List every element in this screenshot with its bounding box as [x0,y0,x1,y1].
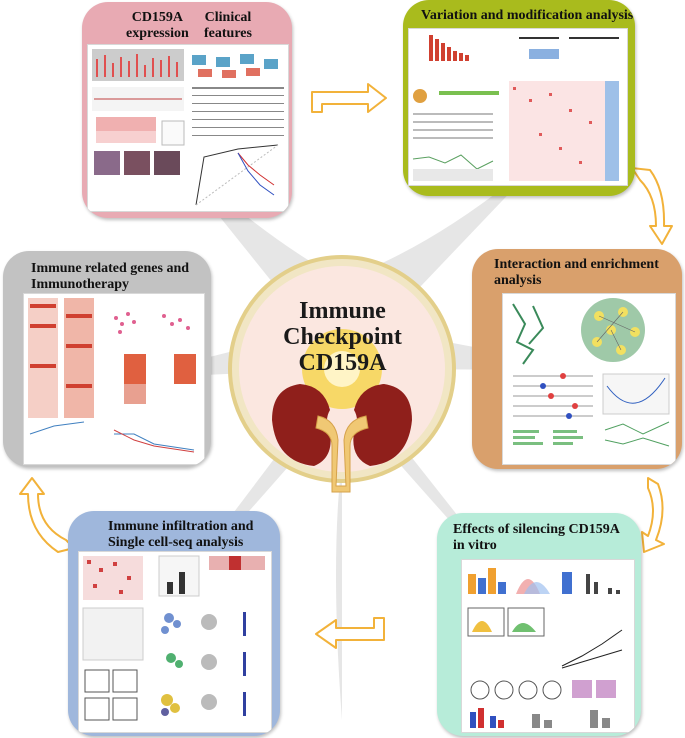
panel-infiltration: Immune infiltration and Single cell-seq … [68,511,280,736]
title-expression: CD159A expression [126,10,189,41]
title-immunotherapy: Immune related genes and Immunotherapy [31,261,190,292]
arrow-left-lower [19,477,75,553]
center-title-line1: Immune [299,298,386,324]
arrow-right-upper [631,167,673,245]
kidney-right-icon [353,384,412,466]
expression-figure [87,44,289,212]
title-variation: Variation and modification analysis [421,8,634,23]
title-interaction: Interaction and enrichment analysis [494,257,659,288]
title-infiltration: Immune infiltration and Single cell-seq … [108,519,254,550]
immunotherapy-figure [23,293,205,465]
center-title-line3: CD159A [298,350,387,376]
arrow-top [311,83,387,113]
title-clinical: Clinical features [204,10,252,41]
silencing-figure [461,559,635,733]
arrow-bottom [315,617,385,649]
center-title-line2: Checkpoint [283,324,402,350]
variation-figure [408,28,628,186]
panel-immunotherapy: Immune related genes and Immunotherapy [3,251,211,467]
panel-expression: CD159A expression Clinical features [82,2,292,218]
title-silencing: Effects of silencing CD159A in vitro [453,522,620,553]
panel-silencing: Effects of silencing CD159A in vitro [437,513,641,736]
kidney-left-icon [272,384,331,466]
panel-interaction: Interaction and enrichment analysis [472,249,682,469]
infiltration-figure [78,551,272,733]
interaction-figure [502,293,676,465]
arrow-right-lower [641,477,665,553]
panel-variation: Variation and modification analysis [403,0,635,196]
